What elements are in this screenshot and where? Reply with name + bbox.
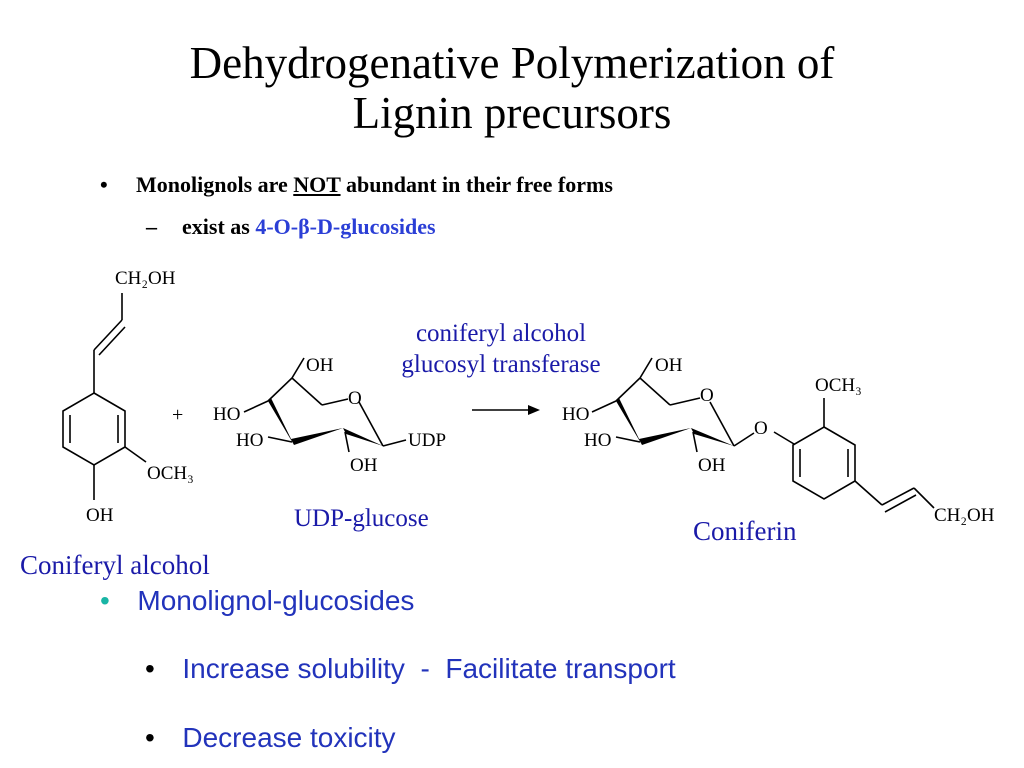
sub-bullet-text: exist as xyxy=(182,214,256,239)
solubility-bullet-text: Increase solubility - Facilitate transpo… xyxy=(182,653,676,684)
reaction-arrow xyxy=(472,405,540,415)
glucoside-bullet: • Monolignol-glucosides xyxy=(100,585,414,617)
enzyme-label-line-2: glucosyl transferase xyxy=(401,351,601,378)
slide-title: Dehydrogenative Polymerization of Lignin… xyxy=(0,38,1024,138)
title-line-1: Dehydrogenative Polymerization of xyxy=(189,38,835,88)
arrow-head xyxy=(528,405,540,415)
double-bond-a xyxy=(93,319,123,351)
atom-oh-left: OH xyxy=(86,505,114,526)
ho-bond xyxy=(243,400,269,413)
prod-atom-ch2oh: CH₂OH xyxy=(934,505,995,526)
double-bond-b xyxy=(884,494,917,513)
prod-atom-ho-2: HO xyxy=(584,430,611,451)
udp-atom-ho-1: HO xyxy=(213,404,240,425)
ho-bond xyxy=(267,436,293,443)
ring-bond xyxy=(615,377,641,402)
glycosidic-bond xyxy=(733,432,755,447)
benzene-ring xyxy=(62,392,126,466)
bullet-text: Monolignols are NOT abundant in their fr… xyxy=(136,172,613,198)
wedge-bond xyxy=(343,428,383,446)
udp-atom-oh-bottom: OH xyxy=(350,455,378,476)
plus-sign: + xyxy=(172,404,183,426)
enzyme-label-line-1: coniferyl alcohol xyxy=(415,320,587,347)
coniferin-structure xyxy=(591,357,935,513)
solubility-bullet-marker: • xyxy=(145,653,155,684)
ch2oh-bond xyxy=(639,357,653,379)
double-bond-b xyxy=(98,326,126,356)
ring-bond xyxy=(709,401,735,447)
oh-bond xyxy=(692,431,698,453)
prod-atom-ring-o: O xyxy=(700,385,714,406)
ring-bond xyxy=(291,377,323,406)
side-chain-bond xyxy=(854,480,883,506)
udp-atom-ho-2: HO xyxy=(236,430,263,451)
glucoside-bullet-text: Monolignol-glucosides xyxy=(137,585,415,616)
coniferyl-alcohol-structure xyxy=(62,293,147,500)
ho-bond xyxy=(615,436,641,443)
prod-atom-och3: OCH₃ xyxy=(815,375,862,396)
wedge-bond xyxy=(291,428,343,445)
glycosidic-bond xyxy=(773,431,795,445)
ring-bond xyxy=(358,401,384,447)
atom-och3-left: OCH₃ xyxy=(147,463,194,484)
oh-bond xyxy=(344,431,350,453)
wedge-bond xyxy=(268,398,294,445)
ho-bond xyxy=(591,400,617,413)
label-coniferin: Coniferin xyxy=(693,516,797,546)
solubility-bullet: • Increase solubility - Facilitate trans… xyxy=(145,653,676,685)
prod-atom-oh-bottom: OH xyxy=(698,455,726,476)
label-udp-glucose: UDP-glucose xyxy=(294,505,429,532)
sub-bullet-glucosides: – exist as 4-O-β-D-glucosides xyxy=(146,214,436,240)
toxicity-bullet-text: Decrease toxicity xyxy=(182,722,396,753)
sub-bullet-marker: – xyxy=(146,214,157,239)
prod-atom-ho-1: HO xyxy=(562,404,589,425)
prod-atom-linking-o: O xyxy=(754,418,768,439)
udp-atom-udp: UDP xyxy=(408,430,446,451)
title-line-2: Lignin precursors xyxy=(352,88,672,138)
toxicity-bullet-marker: • xyxy=(145,722,155,753)
product-benzene-ring xyxy=(792,426,856,500)
ring-bond xyxy=(321,398,349,406)
ring-bond xyxy=(267,377,293,402)
bullet-text-start: Monolignols are xyxy=(136,172,294,197)
double-bond-a xyxy=(881,487,915,506)
side-chain-bond xyxy=(913,487,935,509)
udp-atom-oh-top: OH xyxy=(306,355,334,376)
wedge-bond xyxy=(616,398,642,445)
bullet-marker: • xyxy=(100,172,108,197)
bullet-emphasis-not: NOT xyxy=(293,172,341,197)
bullet-text-end: abundant in their free forms xyxy=(340,172,613,197)
methoxy-bond xyxy=(124,446,147,463)
ring-bond xyxy=(669,397,701,406)
wedge-bond xyxy=(691,428,734,446)
enzyme-label: coniferyl alcohol glucosyl transferase xyxy=(390,318,612,380)
sub-bullet-highlight: 4-O-β-D-glucosides xyxy=(255,214,436,239)
prod-atom-oh-top: OH xyxy=(655,355,683,376)
ch2oh-bond xyxy=(291,357,305,379)
udp-atom-ring-o: O xyxy=(348,388,362,409)
udp-glucose-structure xyxy=(243,357,407,453)
wedge-bond xyxy=(639,428,691,445)
label-coniferyl-alcohol: Coniferyl alcohol xyxy=(20,550,210,580)
udp-bond xyxy=(382,439,407,447)
toxicity-bullet: • Decrease toxicity xyxy=(145,722,396,754)
glucoside-bullet-marker: • xyxy=(100,585,110,616)
atom-ch2oh-left: CH₂OH xyxy=(115,268,176,289)
ring-bond xyxy=(639,377,671,406)
